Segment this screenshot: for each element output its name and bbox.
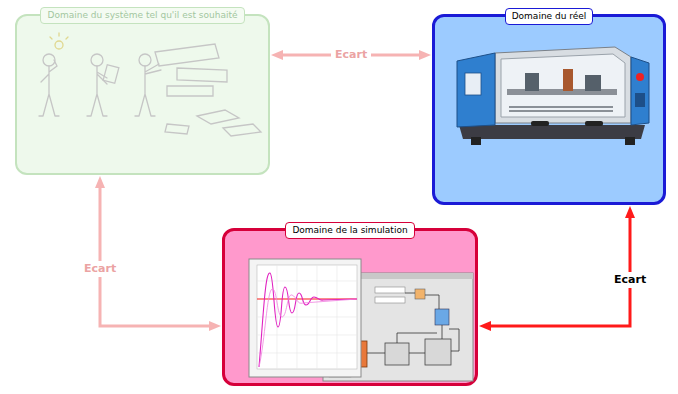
curve-window <box>249 259 361 377</box>
reading-figure <box>87 54 119 116</box>
domain-title: Domaine du réel <box>505 8 594 25</box>
connector-line <box>100 187 210 326</box>
domain-box: Domaine de la simulation <box>222 228 478 386</box>
machine <box>457 47 649 145</box>
simulation-screens <box>225 231 481 389</box>
machine-picture <box>435 17 669 210</box>
arrow-head <box>479 321 491 331</box>
edge-label: Ecart <box>80 261 120 277</box>
domain-box: Domaine du réel <box>432 14 666 205</box>
arrow-head <box>625 206 635 218</box>
thinking-figure <box>39 33 68 116</box>
domain-title: Domaine du système tel qu'il est souhait… <box>40 7 244 24</box>
stick-figures <box>17 16 277 179</box>
arrow-head <box>95 176 105 188</box>
edge-label: Ecart <box>331 47 371 63</box>
arrow-head <box>271 50 283 60</box>
gap-arrow <box>479 206 635 331</box>
gap-arrow <box>95 176 221 331</box>
edge-label: Ecart <box>610 272 650 288</box>
domain-box: Domaine du système tel qu'il est souhait… <box>15 14 270 175</box>
domain-title: Domaine de la simulation <box>285 222 414 239</box>
arrow-head <box>209 321 221 331</box>
building-figure <box>135 44 261 136</box>
connector-line <box>490 217 630 326</box>
arrow-head <box>419 50 431 60</box>
